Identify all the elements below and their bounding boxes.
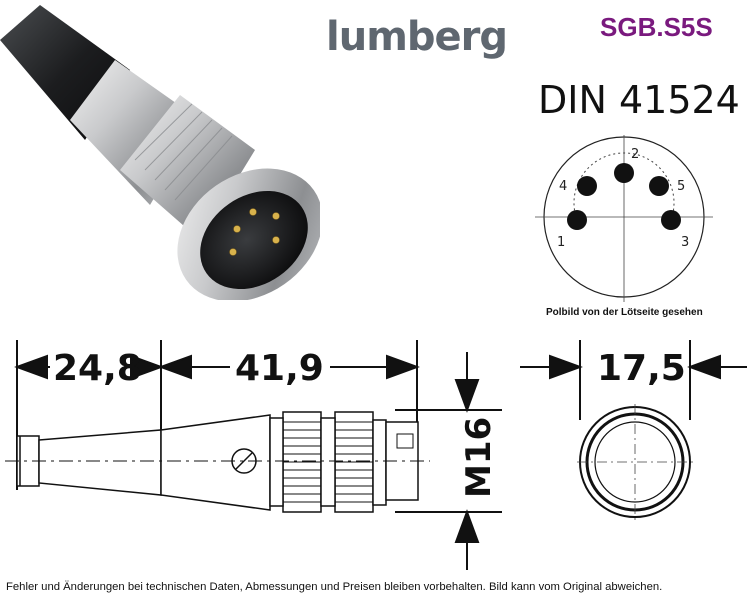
arrow-m16-bottom [454, 509, 480, 543]
disclaimer-text: Fehler und Änderungen bei technischen Da… [6, 581, 663, 593]
connector-photo [0, 5, 320, 300]
dim-thread: M16 [459, 417, 499, 498]
arrow-m16-top [454, 379, 480, 413]
arrow-175-left [549, 354, 583, 380]
pin-label-1: 1 [557, 235, 565, 250]
pin-label-3: 3 [681, 235, 689, 250]
pin-label-5: 5 [677, 179, 685, 194]
pin-label-4: 4 [559, 179, 567, 194]
pin-dot-1 [567, 210, 587, 230]
pin-dot-5 [649, 176, 669, 196]
brand-logo: lumberg [326, 14, 508, 60]
pin-dot-2 [614, 163, 634, 183]
pin-diagram: 1 2 3 4 5 [535, 135, 713, 302]
din-standard: DIN 41524 [538, 78, 740, 122]
pin-label-2: 2 [631, 147, 639, 162]
taper-sleeve [38, 429, 162, 496]
pin-diagram-caption: Polbild von der Lötseite gesehen [546, 307, 703, 318]
front-outer-circle [579, 406, 691, 518]
body-sleeve [160, 414, 271, 511]
dim-length-cable: 24,8 [53, 348, 142, 389]
arrow-248-right [130, 354, 164, 380]
pin-dot-4 [577, 176, 597, 196]
dim-length-body: 41,9 [235, 348, 324, 389]
arrow-175-right [687, 354, 721, 380]
pin-arc [573, 152, 675, 221]
pin-dot-3 [661, 210, 681, 230]
side-view-drawing: 24,8 41,9 M16 [5, 340, 502, 570]
front-inner-circle [594, 421, 676, 503]
front-view-drawing: 17,5 [520, 340, 747, 520]
part-number: SGB.S5S [600, 12, 713, 42]
arrow-248-left [14, 354, 48, 380]
dim-diameter: 17,5 [597, 348, 686, 389]
arrow-419-right [386, 354, 420, 380]
arrow-419-left [158, 354, 192, 380]
